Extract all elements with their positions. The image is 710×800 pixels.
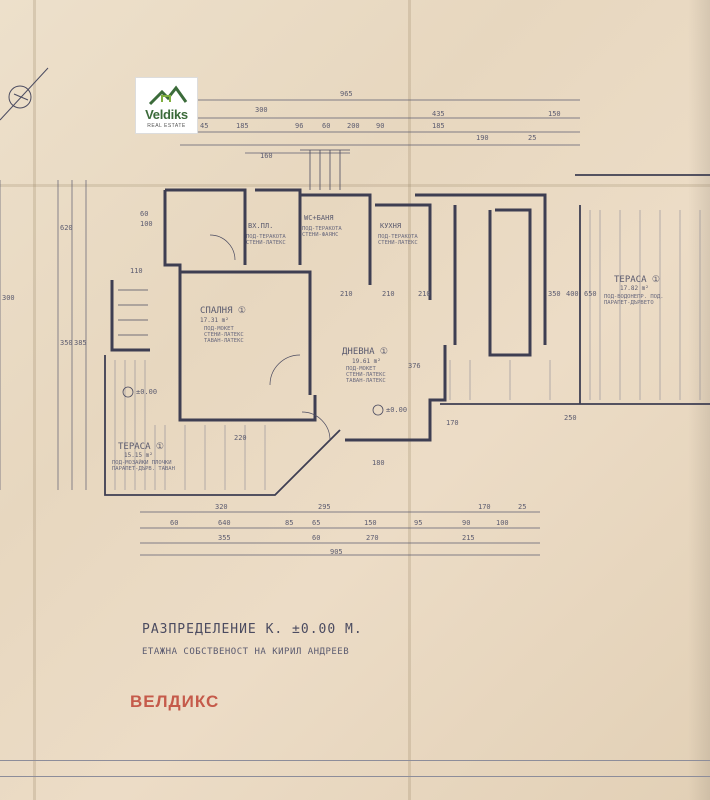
dimension-labels: 965 300 435 150 45 185 96 60 200 90 185 … <box>2 90 597 556</box>
dimension-lines-bottom <box>140 511 540 556</box>
room-label-bedroom: СПАЛНЯ ① <box>200 306 246 316</box>
terraces <box>104 174 710 496</box>
dim-label: 385 <box>74 339 87 347</box>
logo-tagline: REAL ESTATE <box>147 123 186 129</box>
room-label-kitchen: КУХНЯ <box>380 222 402 230</box>
dim-label: 180 <box>372 459 385 467</box>
room-area-living: 19.61 m² <box>352 358 381 365</box>
room-spec-living: ПОД-МОКЕТ СТЕНИ-ЛАТЕКС ТАВАН-ЛАТЕКС <box>346 366 386 384</box>
room-spec-entry: ПОД-ТЕРАКОТА СТЕНИ-ЛАТЕКС <box>246 234 286 246</box>
veldiks-logo: Veldiks REAL ESTATE <box>135 77 198 134</box>
dim-label: 965 <box>340 90 353 98</box>
dim-label: 185 <box>236 122 249 130</box>
dim-label: 60 <box>170 519 178 527</box>
dim-label: 160 <box>260 152 273 160</box>
dim-label: 110 <box>130 267 143 275</box>
dim-label: 25 <box>518 503 526 511</box>
dim-label: 905 <box>330 548 343 556</box>
dim-label: 650 <box>584 290 597 298</box>
dim-label: 25 <box>528 134 536 142</box>
frame-line <box>0 776 710 777</box>
dim-label: 300 <box>255 106 268 114</box>
logo-name: Veldiks <box>145 107 188 122</box>
dim-label: 95 <box>414 519 422 527</box>
dim-label: 250 <box>564 414 577 422</box>
room-label-living: ДНЕВНА ① <box>342 347 388 357</box>
dim-label: 376 <box>408 362 421 370</box>
room-spec-wc: ПОД-ТЕРАКОТА СТЕНИ-ФАЯНС <box>302 226 342 238</box>
dim-label: 100 <box>496 519 509 527</box>
dim-label: 350 <box>60 339 73 347</box>
dim-label: 60 <box>312 534 320 542</box>
dim-label: 60 <box>140 210 148 218</box>
room-spec-terrace-right: ПОД-ВОДОНЕПР. ПОД. ПАРАПЕТ-ДЪРВЕТО <box>604 294 664 306</box>
level-label: ±0.00 <box>136 388 157 396</box>
dim-label: 355 <box>218 534 231 542</box>
dim-label: 210 <box>382 290 395 298</box>
level-label: ±0.00 <box>386 406 407 414</box>
dim-label: 150 <box>548 110 561 118</box>
house-logo-icon <box>148 85 188 106</box>
dim-label: 210 <box>418 290 431 298</box>
dimension-lines-top <box>180 99 580 154</box>
paper-fold <box>0 184 710 187</box>
dim-label: 150 <box>364 519 377 527</box>
dimension-lines-left <box>0 180 87 490</box>
dim-label: 300 <box>2 294 15 302</box>
terrace-hatching <box>114 210 701 490</box>
dim-label: 85 <box>285 519 293 527</box>
level-markers <box>122 386 384 416</box>
staircase <box>118 149 350 336</box>
dim-label: 185 <box>432 122 445 130</box>
door-swings <box>209 234 331 441</box>
room-area-terrace-left: 15.15 m² <box>124 452 153 459</box>
paper-fold <box>33 0 36 800</box>
dim-label: 100 <box>140 220 153 228</box>
dim-label: 90 <box>462 519 470 527</box>
dim-label: 215 <box>462 534 475 542</box>
paper-edge <box>688 0 710 800</box>
dim-label: 65 <box>312 519 320 527</box>
room-area-terrace-right: 17.82 m² <box>620 285 649 292</box>
dim-label: 60 <box>322 122 330 130</box>
north-arrow-icon <box>0 67 49 121</box>
dim-label: 170 <box>446 419 459 427</box>
room-spec-kitchen: ПОД-ТЕРАКОТА СТЕНИ-ЛАТЕКС <box>378 234 418 246</box>
dim-label: 295 <box>318 503 331 511</box>
paper-fold <box>408 0 411 800</box>
drawing-title: РАЗПРЕДЕЛЕНИЕ К. ±0.00 М. <box>142 622 363 637</box>
dim-label: 96 <box>295 122 303 130</box>
dim-label: 640 <box>218 519 231 527</box>
drawing-subtitle: ЕТАЖНА СОБСТВЕНОСТ НА КИРИЛ АНДРЕЕВ <box>142 647 350 657</box>
dim-label: 270 <box>366 534 379 542</box>
dim-label: 210 <box>340 290 353 298</box>
room-spec-bedroom: ПОД-МОКЕТ СТЕНИ-ЛАТЕКС ТАВАН-ЛАТЕКС <box>204 326 244 344</box>
dim-label: 45 <box>200 122 208 130</box>
dim-label: 90 <box>376 122 384 130</box>
dim-label: 200 <box>347 122 360 130</box>
room-label-terrace-left: ТЕРАСА ① <box>118 442 164 452</box>
dim-label: 190 <box>476 134 489 142</box>
dim-label: 350 <box>548 290 561 298</box>
dim-label: 400 <box>566 290 579 298</box>
room-label-terrace-right: ТЕРАСА ① <box>614 275 660 285</box>
dim-label: 620 <box>60 224 73 232</box>
frame-line <box>0 760 710 761</box>
dim-label: 170 <box>478 503 491 511</box>
room-label-entry: ВХ.ПЛ. <box>248 222 274 230</box>
room-spec-terrace-left: ПОД-МОЗАЙКИ ПЛОЧКИ ПАРАПЕТ-ДЪРВ. ТАВАН <box>112 460 175 472</box>
agency-watermark: ВЕЛДИКС <box>130 692 220 711</box>
dim-label: 435 <box>432 110 445 118</box>
walls <box>110 188 547 442</box>
room-label-wc: WC+БАНЯ <box>304 214 334 222</box>
dim-label: 220 <box>234 434 247 442</box>
room-area-bedroom: 17.31 m² <box>200 317 229 324</box>
dim-label: 320 <box>215 503 228 511</box>
